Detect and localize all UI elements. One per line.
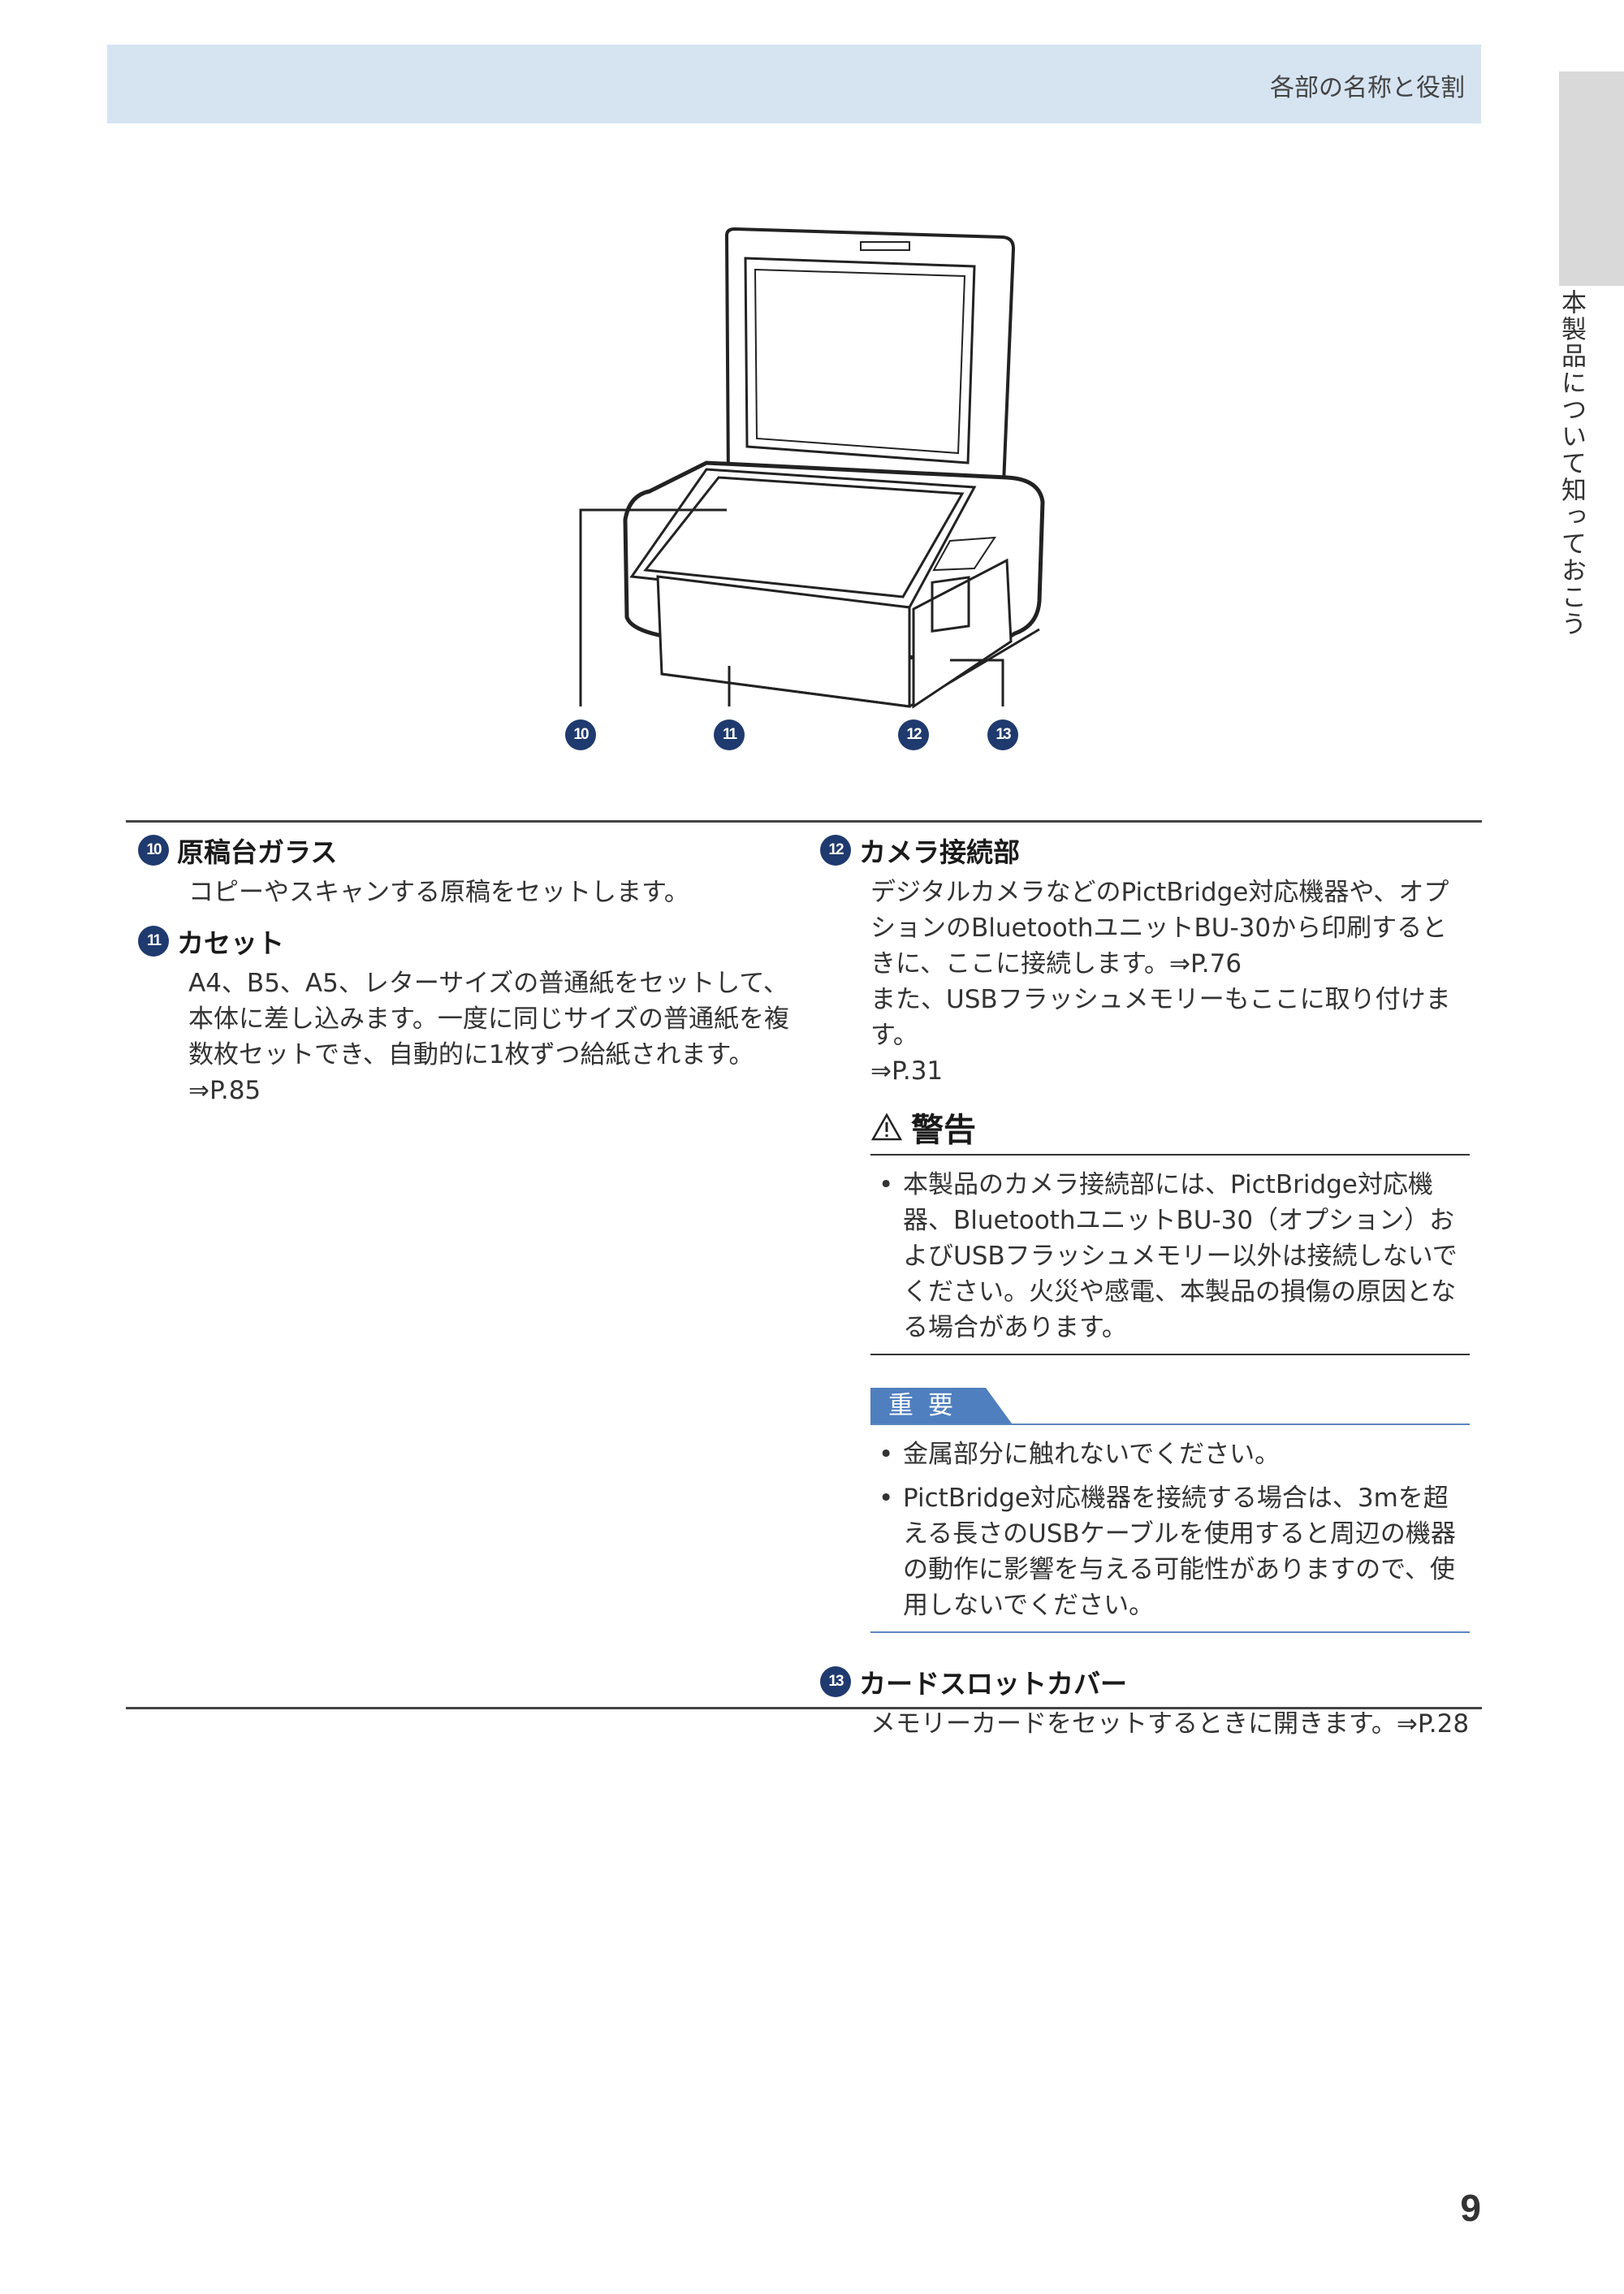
item-cassette: 11 カセット A4、B5、A5、レターサイズの普通紙をセットして、 本体に差し… — [138, 922, 804, 1108]
left-column: 10 原稿台ガラス コピーやスキャンする原稿をセットします。 11 カセット A… — [138, 831, 804, 1120]
item-title: カメラ接続部 — [859, 836, 1020, 868]
item-title: 原稿台ガラス — [177, 836, 338, 868]
important-list: 金属部分に触れないでください。 PictBridge対応機器を接続する場合は、3… — [870, 1436, 1470, 1623]
important-bottom-rule — [870, 1631, 1470, 1633]
header-band: 各部の名称と役割 — [107, 45, 1481, 123]
item-description: メモリーカードをセットするときに開きます。⇒P.28 — [870, 1709, 1470, 1739]
warning-bullet: 本製品のカメラ接続部には、PictBridge対応機器、Bluetoothユニッ… — [870, 1167, 1470, 1346]
side-tab-label: 本製品について知っておこう — [1557, 289, 1586, 637]
section-title: 各部の名称と役割 — [1270, 74, 1465, 102]
item-number: 12 — [820, 835, 851, 866]
callout-12: 12 — [898, 719, 929, 750]
printer-figure: 10 11 12 13 — [552, 219, 1072, 780]
important-bullet: PictBridge対応機器を接続する場合は、3mを超える長さのUSBケーブルを… — [870, 1480, 1470, 1623]
warning-triangle-icon — [870, 1112, 903, 1141]
item-description: デジタルカメラなどのPictBridge対応機器や、オプ ションのBluetoo… — [870, 878, 1451, 1086]
item-number: 13 — [820, 1666, 851, 1697]
important-bullet: 金属部分に触れないでください。 — [870, 1436, 1470, 1472]
important-tag-tail — [986, 1388, 1012, 1423]
item-title: カードスロットカバー — [859, 1668, 1127, 1700]
item-camera-port: 12 カメラ接続部 デジタルカメラなどのPictBridge対応機器や、オプ シ… — [820, 831, 1470, 1089]
callout-13: 13 — [987, 719, 1018, 750]
side-tab-marker — [1559, 71, 1624, 286]
warning-list: 本製品のカメラ接続部には、PictBridge対応機器、Bluetoothユニッ… — [870, 1167, 1470, 1346]
item-number: 11 — [138, 926, 169, 957]
item-card-slot-cover: 13 カードスロットカバー メモリーカードをセットするときに開きます。⇒P.28 — [820, 1662, 1470, 1742]
warning-title: 警告 — [911, 1112, 976, 1149]
page-number: 9 — [1460, 2187, 1481, 2229]
important-box: 重要 金属部分に触れないでください。 PictBridge対応機器を接続する場合… — [870, 1388, 1470, 1633]
warning-box: 警告 本製品のカメラ接続部には、PictBridge対応機器、Bluetooth… — [870, 1104, 1470, 1355]
item-description: コピーやスキャンする原稿をセットします。 — [188, 878, 689, 907]
important-tag: 重要 — [870, 1388, 986, 1423]
section-bottom-rule — [126, 1707, 1482, 1709]
section-top-rule — [126, 820, 1482, 823]
printer-illustration — [579, 227, 1045, 709]
item-description: A4、B5、A5、レターサイズの普通紙をセットして、 本体に差し込みます。一度に… — [188, 969, 789, 1105]
item-number: 10 — [138, 835, 169, 866]
warning-bottom-rule — [870, 1354, 1470, 1355]
callout-10: 10 — [565, 719, 596, 750]
right-column: 12 カメラ接続部 デジタルカメラなどのPictBridge対応機器や、オプ シ… — [820, 831, 1470, 1753]
item-platen-glass: 10 原稿台ガラス コピーやスキャンする原稿をセットします。 — [138, 831, 804, 910]
item-title: カセット — [177, 927, 284, 959]
callout-11: 11 — [714, 719, 745, 750]
